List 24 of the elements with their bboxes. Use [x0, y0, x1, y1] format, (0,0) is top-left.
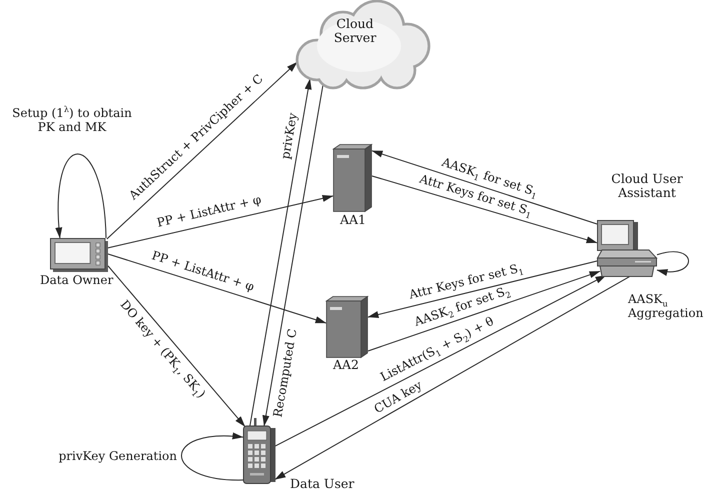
arrow: [372, 150, 598, 224]
edge-label: privKey: [278, 112, 300, 160]
node-label: Data Owner: [40, 273, 114, 287]
arrow: [262, 84, 324, 426]
edge-label: privKey Generation: [58, 449, 177, 463]
arrow: [108, 253, 326, 324]
arrow: [108, 194, 334, 248]
arrow: [249, 78, 312, 426]
arrow: [106, 62, 298, 240]
node-label: Cloud Server: [332, 17, 378, 45]
node-label: AA2: [332, 358, 360, 372]
node-label: AA1: [338, 213, 367, 227]
node-label: Data User: [290, 477, 356, 491]
arrow: [108, 265, 246, 428]
edge-label: PP + ListAttr + φ: [155, 192, 262, 230]
self-loop-arrow: [656, 251, 689, 276]
arrow: [368, 260, 598, 318]
node-label: Cloud User Assistant: [610, 172, 684, 200]
arrow: [368, 270, 600, 352]
edge-label: Setup (1$^{λ}$) to obtain PK and MK: [11, 106, 133, 134]
edge-label: AASK$_{u}$ Aggregation: [628, 292, 704, 320]
self-loop-arrow: [56, 154, 107, 238]
self-loop-arrow: [181, 432, 244, 481]
arrow: [372, 175, 598, 244]
